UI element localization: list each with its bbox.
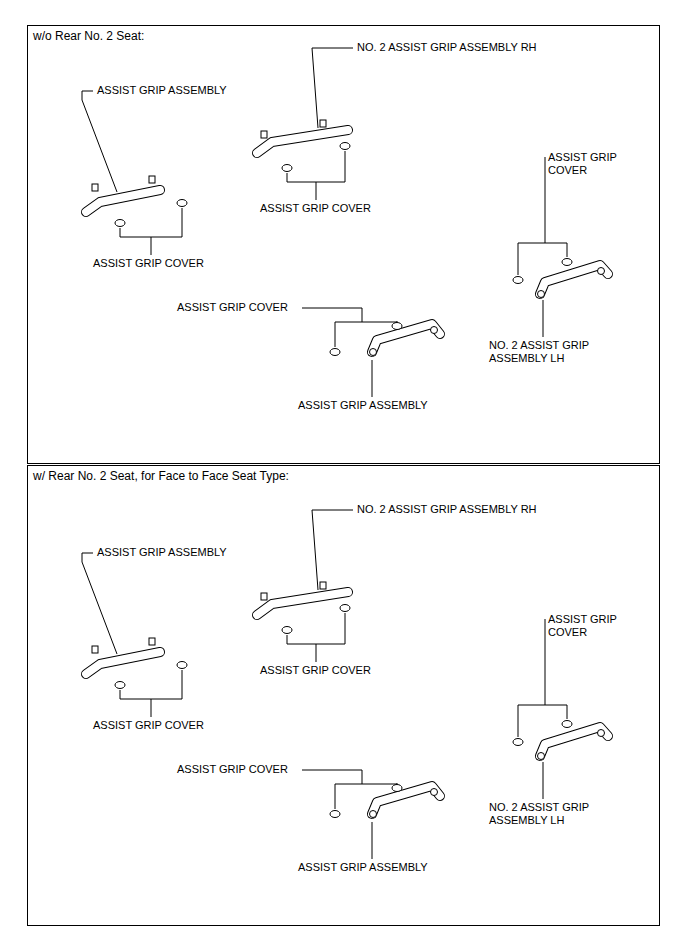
leader-line <box>287 613 345 644</box>
grip-cover <box>340 605 350 612</box>
leader-line <box>302 770 362 784</box>
leader-line <box>518 243 567 275</box>
leader-line <box>372 360 373 397</box>
grip-boss <box>538 291 545 298</box>
grip-cover <box>330 349 340 356</box>
part-name: ASSIST GRIP COVER <box>176 301 289 314</box>
grip-outline <box>86 190 160 212</box>
part-name: ASSIST GRIP COVER <box>92 719 205 732</box>
grip-cover <box>282 165 292 172</box>
grip-boss <box>538 753 545 760</box>
grip-cover <box>562 721 572 728</box>
grip-body <box>372 786 440 814</box>
grip-clip <box>149 638 155 645</box>
grip-body <box>86 652 160 674</box>
leader-line <box>545 157 546 243</box>
part-name: NO. 2 ASSIST GRIP ASSEMBLY LH <box>488 339 622 365</box>
grip-cover <box>177 662 187 669</box>
grip-body <box>540 727 608 756</box>
grip-outline <box>540 727 608 756</box>
leader-line <box>151 699 152 717</box>
grip-cover <box>513 739 523 746</box>
grip-clip <box>92 184 98 191</box>
panel-heading: w/ Rear No. 2 Seat, for Face to Face Sea… <box>33 469 289 483</box>
grip-clip <box>92 646 98 653</box>
leader-line <box>151 237 152 255</box>
grip-cover <box>330 811 340 818</box>
grip-cover <box>392 785 402 792</box>
part-name: ASSIST GRIP COVER <box>259 202 372 215</box>
leader-line <box>518 705 567 737</box>
grip-body <box>257 592 348 615</box>
grip-cover <box>392 323 402 330</box>
grip-body <box>257 130 348 153</box>
grip-clip <box>149 176 155 183</box>
leader-line <box>312 510 353 590</box>
grip-boss <box>431 789 438 796</box>
grip-body <box>372 324 440 352</box>
grip-outline <box>86 652 160 674</box>
grip-outline <box>257 130 348 153</box>
leader-line <box>82 553 117 654</box>
grip-body <box>540 265 608 294</box>
part-name: ASSIST GRIP ASSEMBLY <box>297 861 429 874</box>
grip-boss <box>370 811 377 818</box>
part-name: ASSIST GRIP ASSEMBLY <box>96 546 228 559</box>
leader-line <box>316 182 317 200</box>
grip-body <box>86 190 160 212</box>
grip-cover <box>282 627 292 634</box>
leader-line <box>335 321 397 347</box>
leader-line <box>120 208 182 237</box>
part-name: ASSIST GRIP COVER <box>92 257 205 270</box>
grip-cover <box>115 682 125 689</box>
leader-line <box>312 48 353 128</box>
part-name: ASSIST GRIP ASSEMBLY <box>297 399 429 412</box>
grip-boss <box>431 327 438 334</box>
grip-boss <box>598 730 605 737</box>
grip-cover <box>562 259 572 266</box>
panel-frame: w/ Rear No. 2 Seat, for Face to Face Sea… <box>27 465 660 926</box>
leader-line <box>372 822 373 859</box>
grip-clip <box>320 120 326 127</box>
grip-clip <box>261 593 267 600</box>
part-name: NO. 2 ASSIST GRIP ASSEMBLY LH <box>488 801 622 827</box>
grip-boss <box>370 349 377 356</box>
part-name: ASSIST GRIP ASSEMBLY <box>96 84 228 97</box>
grip-cover <box>513 277 523 284</box>
grip-outline <box>257 592 348 615</box>
panel-heading: w/o Rear No. 2 Seat: <box>33 29 144 43</box>
grip-outline <box>372 324 440 352</box>
part-name: ASSIST GRIP COVER <box>547 151 635 177</box>
part-name: NO. 2 ASSIST GRIP ASSEMBLY RH <box>356 41 538 54</box>
grip-cover <box>177 200 187 207</box>
leader-line <box>302 308 362 322</box>
grip-boss <box>598 268 605 275</box>
grip-outline <box>372 786 440 814</box>
leader-line <box>316 644 317 662</box>
grip-cover <box>340 143 350 150</box>
leader-line <box>543 300 544 337</box>
grip-outline <box>540 265 608 294</box>
part-name: ASSIST GRIP COVER <box>176 763 289 776</box>
leader-line <box>120 670 182 699</box>
part-name: ASSIST GRIP COVER <box>547 613 635 639</box>
part-name: NO. 2 ASSIST GRIP ASSEMBLY RH <box>356 503 538 516</box>
leader-line <box>82 91 117 192</box>
leader-line <box>287 151 345 182</box>
leader-line <box>543 762 544 799</box>
part-name: ASSIST GRIP COVER <box>259 664 372 677</box>
leader-line <box>335 783 397 809</box>
leader-line <box>545 619 546 705</box>
grip-cover <box>115 220 125 227</box>
grip-clip <box>261 131 267 138</box>
grip-clip <box>320 582 326 589</box>
